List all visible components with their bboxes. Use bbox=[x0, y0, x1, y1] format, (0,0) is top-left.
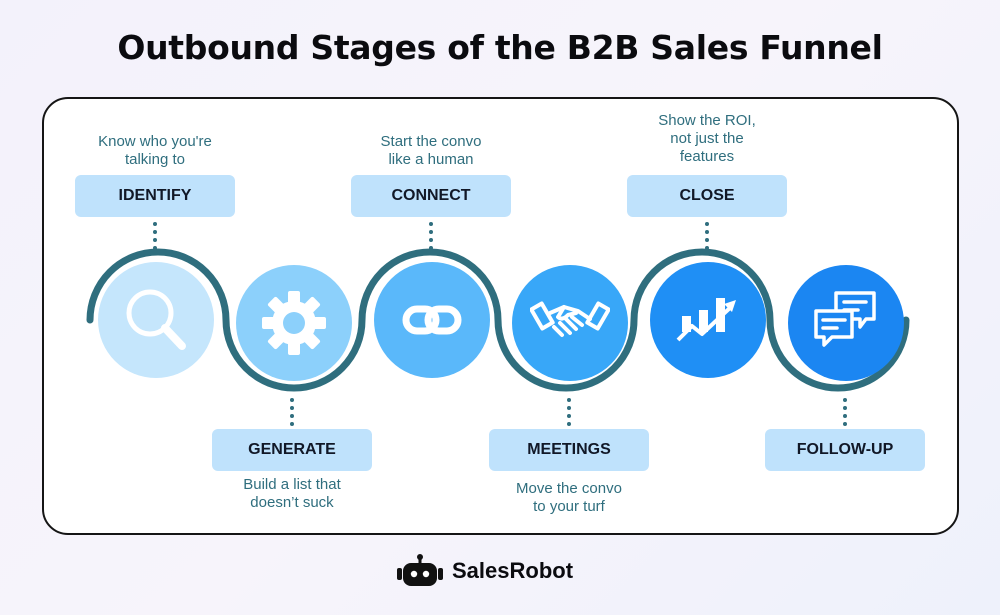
connector-generate bbox=[290, 398, 294, 430]
connector-close bbox=[705, 222, 709, 254]
stage-label-close: CLOSE bbox=[627, 175, 787, 217]
stage-label-connect: CONNECT bbox=[351, 175, 511, 217]
stage-circle-close bbox=[650, 262, 766, 378]
gear-icon bbox=[262, 291, 326, 355]
stage-label-identify: IDENTIFY bbox=[75, 175, 235, 217]
link-icon bbox=[402, 305, 462, 335]
robot-icon bbox=[397, 554, 443, 586]
connector-follow-up bbox=[843, 398, 847, 430]
brand-logo: SalesRobot bbox=[396, 553, 573, 589]
connector-connect bbox=[429, 222, 433, 254]
chat-bubbles-icon bbox=[814, 291, 876, 347]
connector-identify bbox=[153, 222, 157, 254]
stage-label-meetings: MEETINGS bbox=[489, 429, 649, 471]
connector-meetings bbox=[567, 398, 571, 430]
stage-label-generate: GENERATE bbox=[212, 429, 372, 471]
stage-circle-follow-up bbox=[788, 265, 904, 381]
stage-circle-identify bbox=[98, 262, 214, 378]
handshake-icon bbox=[530, 301, 610, 337]
stage-circle-generate bbox=[236, 265, 352, 381]
stage-label-follow-up: FOLLOW-UP bbox=[765, 429, 925, 471]
brand-name: SalesRobot bbox=[452, 558, 574, 583]
page-title: Outbound Stages of the B2B Sales Funnel bbox=[117, 28, 883, 67]
growth-chart-icon bbox=[676, 298, 736, 342]
stage-circle-connect bbox=[374, 262, 490, 378]
stage-circle-meetings bbox=[512, 265, 628, 381]
magnifier-icon bbox=[126, 289, 186, 350]
